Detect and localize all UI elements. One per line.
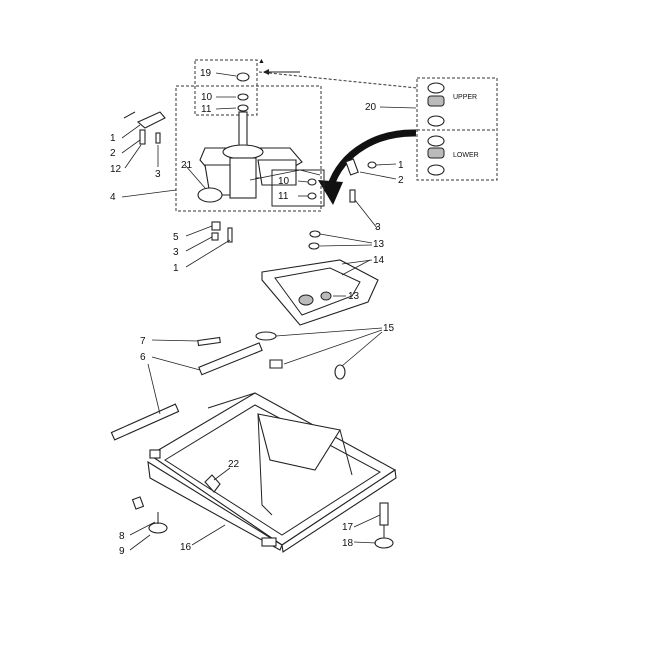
leveling-foot-right xyxy=(374,502,394,549)
label-13-top: 13 xyxy=(373,239,385,250)
label-10-top: 10 xyxy=(201,92,213,103)
big-curved-arrow xyxy=(326,129,417,190)
label-20: 20 xyxy=(365,102,377,113)
pulley-parts-13 xyxy=(308,230,321,250)
transmission-frame xyxy=(175,85,322,212)
label-12: 12 xyxy=(110,164,122,175)
rod-7 xyxy=(197,336,221,347)
upper-bearing-stack xyxy=(427,82,445,127)
label-1-left: 1 xyxy=(110,133,116,144)
top-callout-box: ▲ xyxy=(194,58,265,116)
label-2-right: 2 xyxy=(398,175,404,186)
small-parts-5-3-1 xyxy=(211,221,233,243)
bearing-callout-box xyxy=(258,71,498,181)
leader-lines xyxy=(121,72,417,551)
label-4: 4 xyxy=(110,192,116,203)
mounting-plate-14 xyxy=(261,259,379,326)
inset-box xyxy=(271,169,325,207)
base-frame-16 xyxy=(147,392,397,553)
parts-15 xyxy=(255,331,346,380)
label-7: 7 xyxy=(140,336,146,347)
transmission-assembly xyxy=(197,72,321,203)
label-8: 8 xyxy=(119,531,125,542)
rail-6-lower xyxy=(110,403,180,441)
svg-text:▲: ▲ xyxy=(258,58,265,65)
label-upper: UPPER xyxy=(453,94,477,101)
left-bracket-parts xyxy=(123,111,166,145)
label-18: 18 xyxy=(342,538,354,549)
label-22: 22 xyxy=(228,459,240,470)
label-3-right: 3 xyxy=(375,222,381,233)
label-19: 19 xyxy=(200,68,212,79)
leveling-foot-left xyxy=(131,496,168,534)
label-6: 6 xyxy=(140,352,146,363)
rail-6-upper xyxy=(198,342,263,376)
label-10-inset: 10 xyxy=(278,176,290,187)
lower-bearing-stack xyxy=(427,135,445,176)
label-lower: LOWER xyxy=(453,152,479,159)
label-15: 15 xyxy=(383,323,395,334)
part-22 xyxy=(204,474,221,493)
label-2-left: 2 xyxy=(110,148,116,159)
label-3-mid: 3 xyxy=(173,247,179,258)
label-5: 5 xyxy=(173,232,179,243)
part-labels: 19 10 11 20 UPPER LOWER 1 2 12 3 21 4 1 … xyxy=(110,68,479,557)
label-1-mid: 1 xyxy=(173,263,179,274)
label-9: 9 xyxy=(119,546,125,557)
right-bracket-parts xyxy=(345,158,377,203)
label-11-top: 11 xyxy=(201,104,212,115)
label-21: 21 xyxy=(181,160,193,171)
label-3-left: 3 xyxy=(155,169,161,180)
label-16: 16 xyxy=(180,542,192,553)
label-1-right: 1 xyxy=(398,160,404,171)
label-14: 14 xyxy=(373,255,385,266)
label-11-inset: 11 xyxy=(278,191,289,202)
label-13-bottom: 13 xyxy=(348,291,360,302)
label-17: 17 xyxy=(342,522,354,533)
